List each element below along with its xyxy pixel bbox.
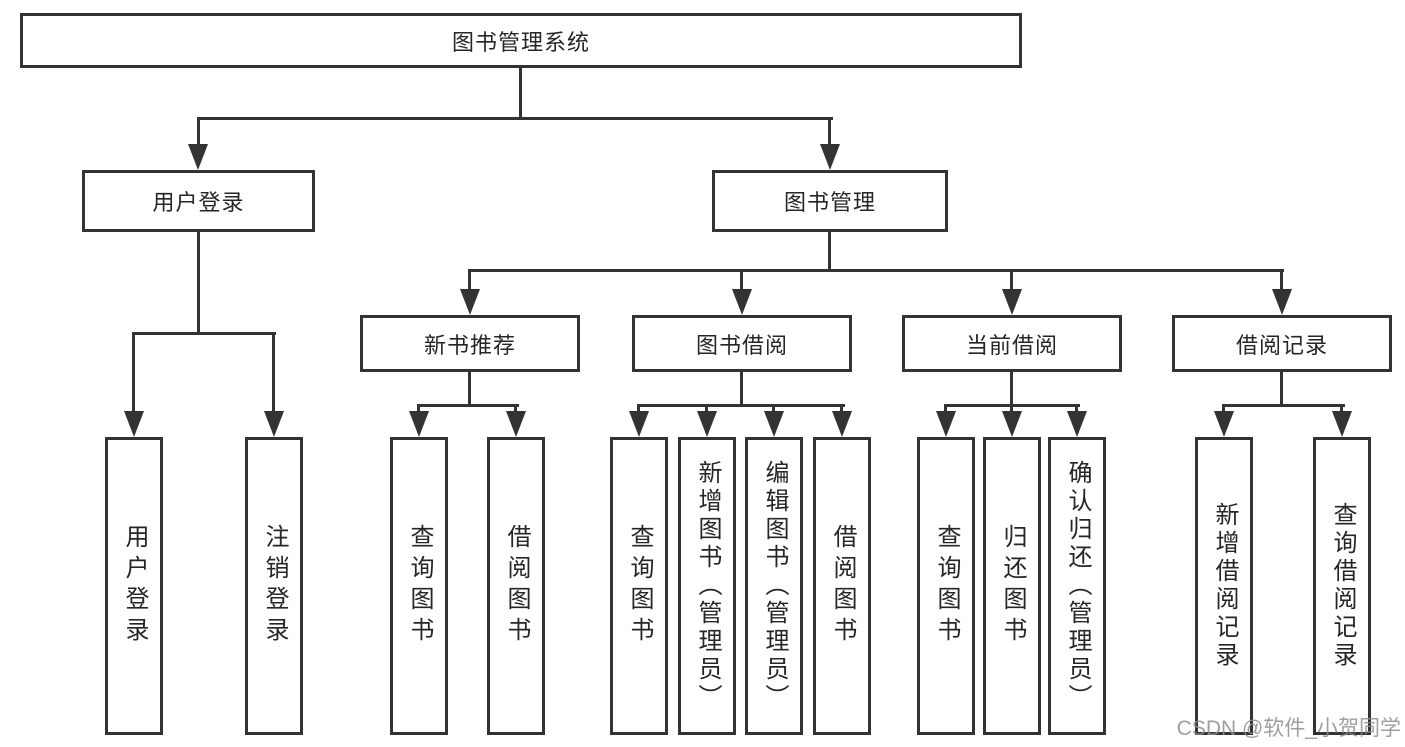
leaf-logout: 注销登录 (245, 437, 303, 735)
arrowhead-query-book-1 (409, 411, 429, 437)
connector-drop-return-book (1010, 404, 1013, 416)
leaf-return-book-label: 归还图书 (999, 524, 1026, 648)
node-new-book-rec: 新书推荐 (360, 315, 580, 372)
connector-drop-query-book-1 (417, 404, 420, 416)
leaf-confirm-return: 确认归还（管理员） (1048, 437, 1106, 735)
node-user-login-label: 用户登录 (152, 190, 245, 215)
arrowhead-borrow-book-2 (832, 411, 852, 437)
leaf-logout-label: 注销登录 (261, 524, 288, 648)
leaf-borrow-book-2: 借阅图书 (813, 437, 871, 735)
connector-drop-current-borrow (1010, 269, 1013, 293)
leaf-edit-book-label: 编辑图书（管理员） (761, 460, 788, 712)
arrowhead-leaf-logout (264, 411, 284, 437)
leaf-query-book-2-label: 查询图书 (626, 524, 653, 648)
arrowhead-borrow-record (1272, 289, 1292, 315)
connector-current-borrow-stem (1010, 372, 1013, 406)
connector-new-book-rec-rail (417, 404, 519, 407)
leaf-confirm-return-label: 确认归还（管理员） (1064, 460, 1091, 712)
connector-book-borrow-rail (637, 404, 845, 407)
node-root-label: 图书管理系统 (451, 29, 590, 55)
node-book-borrow-label: 图书借阅 (695, 332, 788, 358)
leaf-query-book-3: 查询图书 (917, 437, 975, 735)
connector-drop-query-book-2 (637, 404, 640, 416)
arrowhead-edit-book (764, 411, 784, 437)
leaf-query-book-1: 查询图书 (390, 437, 448, 735)
arrowhead-new-book-rec (460, 289, 480, 315)
leaf-query-book-2: 查询图书 (610, 437, 668, 735)
connector-drop-borrow-book-2 (840, 404, 843, 416)
arrowhead-add-book (697, 411, 717, 437)
connector-borrow-record-stem (1280, 372, 1283, 406)
node-current-borrow: 当前借阅 (902, 315, 1122, 372)
connector-book-mgmt-stem (828, 232, 831, 272)
connector-drop-edit-book (772, 404, 775, 416)
node-book-borrow: 图书借阅 (632, 315, 852, 372)
connector-new-book-rec-stem (468, 372, 471, 406)
connector-book-borrow-stem (740, 372, 743, 406)
connector-drop-leaf-user-login (132, 332, 135, 414)
connector-drop-leaf-logout (272, 332, 275, 414)
connector-drop-borrow-record (1280, 269, 1283, 293)
leaf-add-record-label: 新增借阅记录 (1211, 502, 1238, 670)
connector-drop-confirm-return (1075, 404, 1078, 416)
arrowhead-current-borrow (1002, 289, 1022, 315)
connector-drop-query-book-3 (944, 404, 947, 416)
node-user-login: 用户登录 (82, 170, 315, 232)
leaf-user-login-label: 用户登录 (121, 524, 148, 648)
connector-drop-new-book-rec (468, 269, 471, 293)
node-borrow-record: 借阅记录 (1172, 315, 1392, 372)
connector-drop-borrow-book-1 (514, 404, 517, 416)
connector-drop-book-borrow (740, 269, 743, 293)
leaf-borrow-book-1-label: 借阅图书 (503, 524, 530, 648)
connector-drop-book-mgmt (828, 117, 831, 149)
node-borrow-record-label: 借阅记录 (1235, 332, 1328, 358)
node-book-mgmt: 图书管理 (712, 170, 948, 232)
arrowhead-return-book (1002, 411, 1022, 437)
leaf-edit-book: 编辑图书（管理员） (745, 437, 803, 735)
arrowhead-borrow-book-1 (506, 411, 526, 437)
arrowhead-query-book-3 (936, 411, 956, 437)
connector-drop-query-record (1340, 404, 1343, 416)
leaf-add-record: 新增借阅记录 (1195, 437, 1253, 735)
leaf-query-record-label: 查询借阅记录 (1329, 502, 1356, 670)
arrowhead-confirm-return (1067, 411, 1087, 437)
arrowhead-add-record (1214, 411, 1234, 437)
node-root: 图书管理系统 (20, 13, 1022, 68)
node-current-borrow-label: 当前借阅 (965, 332, 1058, 358)
connector-book-mgmt-rail (468, 269, 1284, 272)
connector-drop-add-record (1222, 404, 1225, 416)
connector-user-login-rail (132, 332, 276, 335)
leaf-borrow-book-2-label: 借阅图书 (829, 524, 856, 648)
leaf-user-login: 用户登录 (105, 437, 163, 735)
connector-root-rail (197, 117, 833, 120)
leaf-add-book: 新增图书（管理员） (678, 437, 736, 735)
leaf-borrow-book-1: 借阅图书 (487, 437, 545, 735)
connector-drop-user-login (197, 117, 200, 149)
node-new-book-rec-label: 新书推荐 (423, 332, 516, 358)
arrowhead-book-mgmt (820, 144, 840, 170)
node-book-mgmt-label: 图书管理 (783, 190, 876, 215)
leaf-query-record: 查询借阅记录 (1313, 437, 1371, 735)
leaf-add-book-label: 新增图书（管理员） (694, 460, 721, 712)
connector-borrow-record-rail (1222, 404, 1345, 407)
connector-drop-add-book (705, 404, 708, 416)
arrowhead-leaf-user-login (124, 411, 144, 437)
arrowhead-book-borrow (732, 289, 752, 315)
arrowhead-user-login (188, 144, 208, 170)
arrowhead-query-record (1332, 411, 1352, 437)
connector-root-stem (519, 66, 522, 119)
leaf-query-book-3-label: 查询图书 (933, 524, 960, 648)
connector-user-login-stem (197, 232, 200, 335)
csdn-watermark: CSDN @软件_小贺同学 (1176, 717, 1401, 740)
arrowhead-query-book-2 (629, 411, 649, 437)
leaf-return-book: 归还图书 (983, 437, 1041, 735)
leaf-query-book-1-label: 查询图书 (406, 524, 433, 648)
